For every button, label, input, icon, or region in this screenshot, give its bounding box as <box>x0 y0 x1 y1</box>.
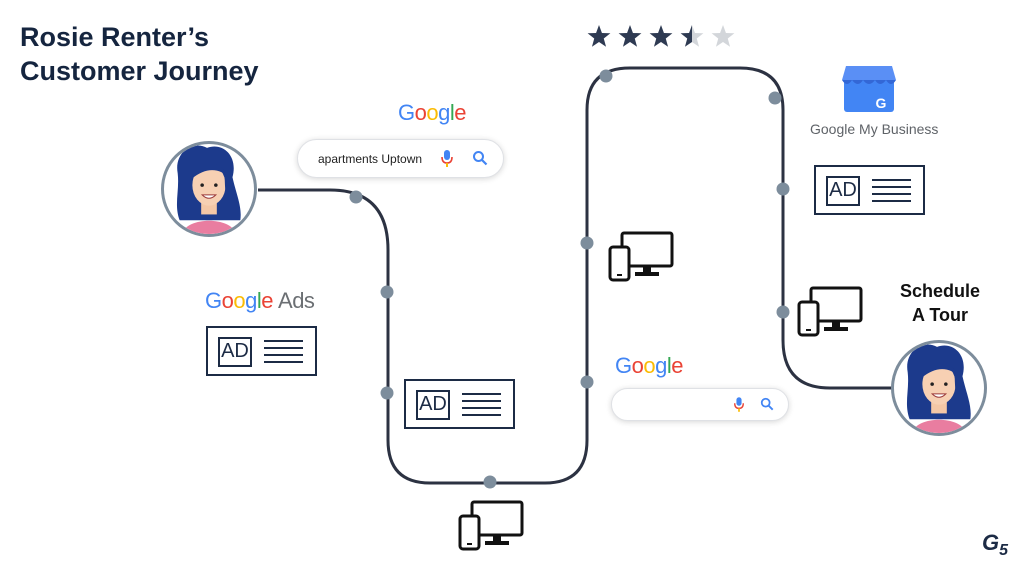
journey-node <box>380 386 394 400</box>
microphone-icon[interactable] <box>733 396 745 413</box>
ad-label: AD <box>826 176 860 206</box>
star-icon <box>680 25 704 47</box>
search-query-text: apartments Uptown <box>318 152 423 166</box>
journey-node <box>776 182 790 196</box>
journey-path <box>258 66 893 485</box>
gmb-ad-card: AD <box>814 165 925 215</box>
ad-label: AD <box>218 337 252 367</box>
google-my-business-label: Google My Business <box>810 121 939 137</box>
journey-node <box>768 91 782 105</box>
schedule-tour-label: Schedule A Tour <box>899 281 981 325</box>
google-ads-ad-card: AD <box>206 326 317 376</box>
ad-label: AD <box>416 390 450 420</box>
avatar-icon <box>176 144 242 234</box>
journey-node <box>349 190 363 204</box>
devices-icon <box>608 231 674 282</box>
google-logo-top: Google <box>398 100 467 125</box>
search-bar-bottom[interactable] <box>611 388 789 421</box>
g5-logo: G5 <box>982 530 1009 559</box>
star-icon <box>711 25 735 47</box>
avatar-icon <box>906 343 972 433</box>
devices-icon <box>458 500 524 551</box>
title-line-2: Customer Journey <box>20 56 259 86</box>
search-icon[interactable] <box>760 397 774 411</box>
journey-node <box>380 285 394 299</box>
search-bar-top[interactable]: apartments Uptown <box>297 139 504 178</box>
search-icon[interactable] <box>472 150 488 166</box>
display-ad-card: AD <box>404 379 515 429</box>
google-logo-bottom: Google <box>615 353 684 378</box>
star-icon <box>649 25 673 47</box>
avatar-start <box>161 141 257 237</box>
storefront-icon: G <box>842 66 896 112</box>
journey-node <box>580 375 594 389</box>
microphone-icon[interactable] <box>440 149 454 168</box>
page-title: Rosie Renter’s Customer Journey <box>20 20 259 88</box>
devices-icon <box>797 286 863 337</box>
journey-node <box>483 475 497 489</box>
star-rating <box>586 22 736 52</box>
journey-node <box>580 236 594 250</box>
star-icon <box>618 25 642 47</box>
star-icon <box>587 25 611 47</box>
journey-node <box>599 69 613 83</box>
svg-text:G: G <box>876 95 887 111</box>
title-line-1: Rosie Renter’s <box>20 22 210 52</box>
journey-node <box>776 305 790 319</box>
avatar-end <box>891 340 987 436</box>
